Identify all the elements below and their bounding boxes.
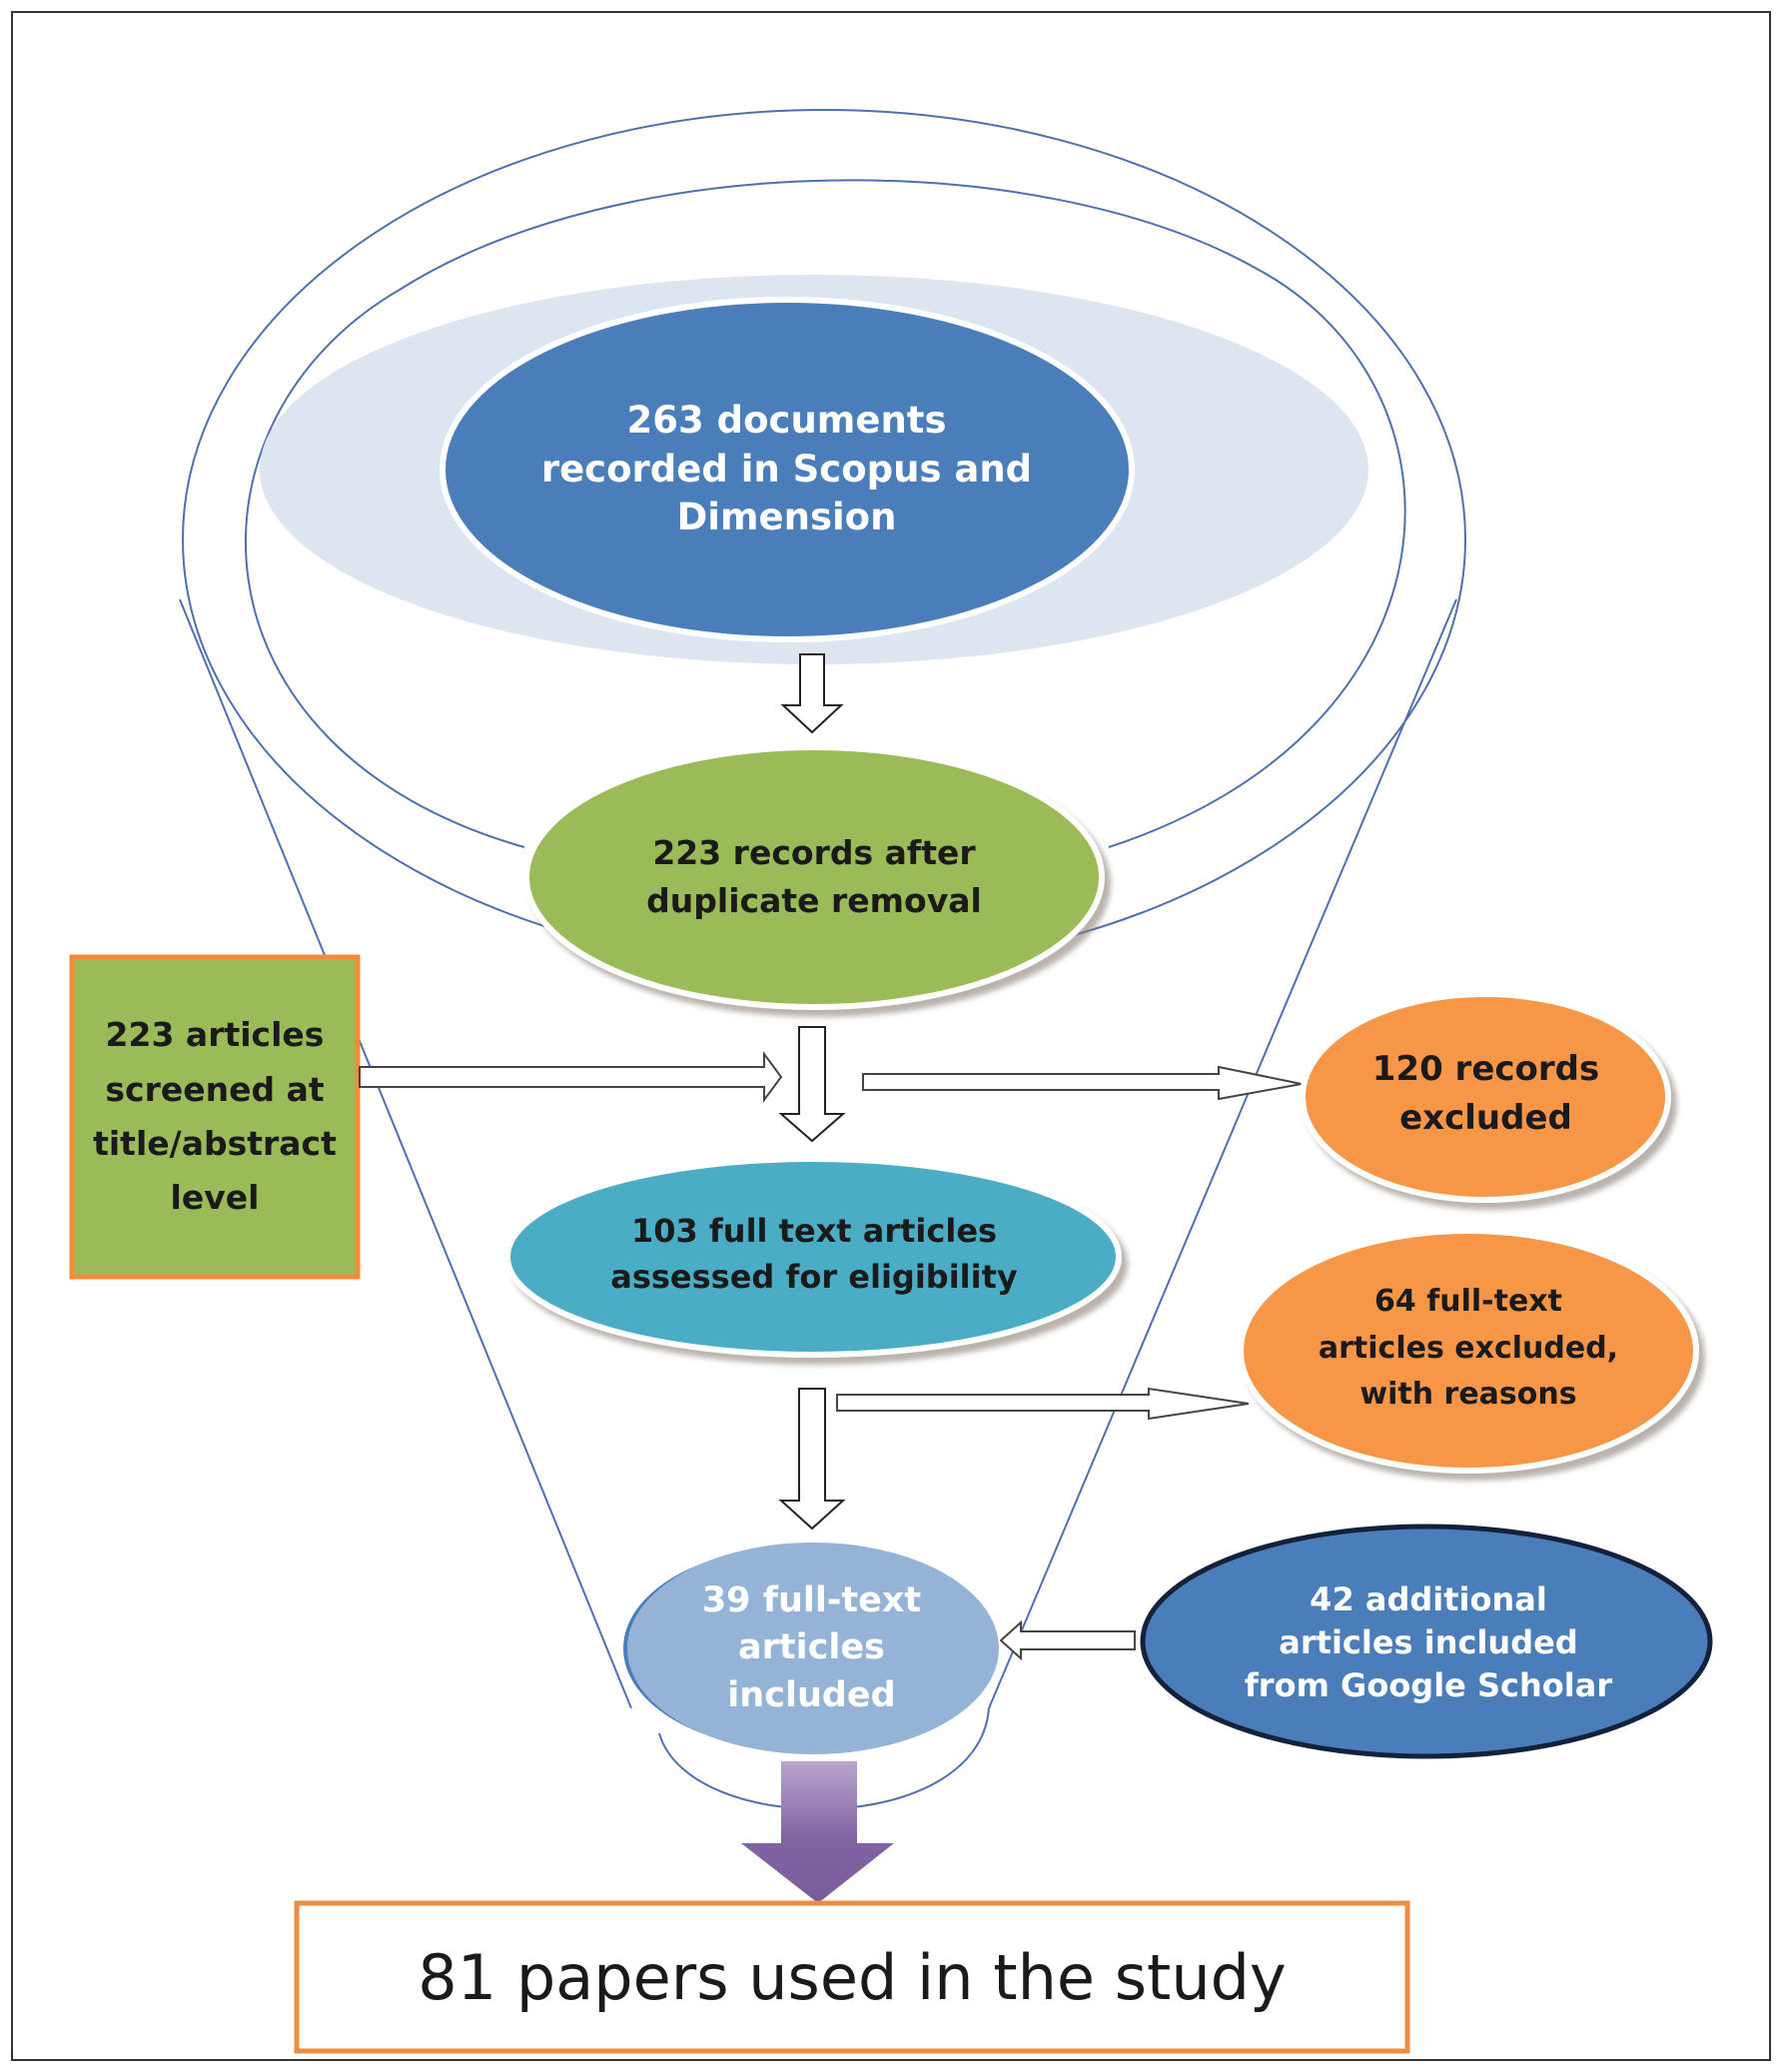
- funnel-side-right: [988, 598, 1457, 1709]
- final-box: [294, 1900, 1410, 2054]
- arrow-down-2: [778, 1026, 846, 1143]
- deduplicated-label: 223 records after duplicate removal: [646, 832, 982, 920]
- deduplicated-ellipse: [523, 744, 1105, 1010]
- frame-border: [11, 11, 1771, 2061]
- identified-label: 263 documents recorded in Scopus and Dim…: [540, 398, 1033, 539]
- final-label: 81 papers used in the study: [418, 1941, 1287, 2015]
- included-label: 39 full-text articles included: [701, 1580, 922, 1715]
- arrow-down-3: [778, 1388, 846, 1531]
- arrow-right-excluded-records: [862, 1065, 1303, 1101]
- final-purple-arrow: [741, 1761, 894, 1903]
- screened-label: 223 articles screened at title/abstract …: [93, 1015, 337, 1218]
- arrow-right-excluded-fulltext: [836, 1387, 1250, 1421]
- funnel-side-left: [179, 598, 632, 1709]
- identified-ellipse: [440, 297, 1135, 642]
- additional-ellipse: [1140, 1524, 1713, 1759]
- excluded-fulltext-label: 64 full-text articles excluded, with rea…: [1318, 1284, 1619, 1413]
- excluded-records-ellipse: [1300, 991, 1671, 1203]
- excluded-records-label: 120 records excluded: [1371, 1048, 1600, 1138]
- arrow-down-1: [780, 653, 844, 734]
- arrow-right-screened: [359, 1050, 783, 1104]
- arrow-left-additional: [999, 1619, 1136, 1661]
- included-ellipse: [627, 1543, 999, 1754]
- assessed-ellipse: [504, 1156, 1122, 1358]
- excluded-fulltext-ellipse: [1238, 1228, 1699, 1474]
- screened-box: [69, 954, 361, 1280]
- funnel-rim-inner: [245, 179, 1406, 848]
- assessed-label: 103 full text articles assessed for elig…: [610, 1211, 1018, 1296]
- additional-label: 42 additional articles included from Goo…: [1244, 1579, 1613, 1705]
